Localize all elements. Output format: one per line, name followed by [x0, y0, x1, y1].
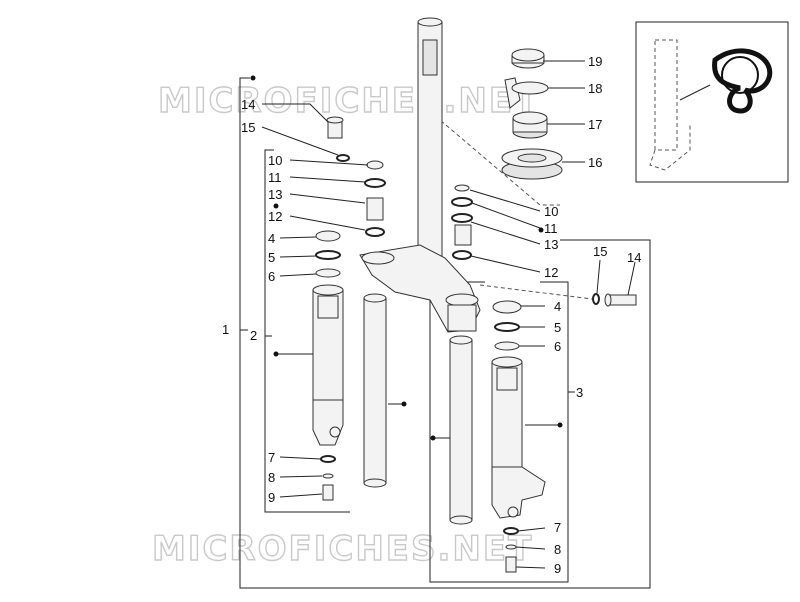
callout-16: 16: [588, 155, 602, 170]
callout-5-right: 5: [554, 320, 561, 335]
left-inner-tube: [363, 293, 387, 488]
callout-10-left: 10: [268, 153, 282, 168]
part-17-bearing: [512, 111, 548, 139]
inset-thumbnail: [649, 39, 773, 171]
callout-8-right: 8: [554, 542, 561, 557]
callout-11-left: 11: [268, 170, 282, 185]
callout-11-right: 11: [544, 221, 558, 236]
leader-lines: [240, 60, 636, 569]
callout-14-left: 14: [241, 97, 255, 112]
left-small-parts: [315, 116, 386, 501]
callout-4-left: 4: [268, 231, 275, 246]
callout-3: 3: [576, 385, 583, 400]
inset-frame: [635, 21, 789, 183]
callout-15-right: 15: [593, 244, 607, 259]
callout-2: 2: [250, 328, 257, 343]
part-18-washer: [504, 77, 549, 109]
callout-12-left: 12: [268, 209, 282, 224]
part-19-nut: [511, 48, 545, 69]
group-outline-1: [239, 77, 651, 589]
callout-13-left: 13: [268, 187, 282, 202]
steering-column: [417, 17, 443, 282]
right-inner-tube: [449, 335, 473, 525]
callout-1: 1: [222, 322, 229, 337]
callout-9-right: 9: [554, 561, 561, 576]
right-small-parts: [451, 184, 637, 573]
right-fork-leg: [491, 356, 546, 519]
callout-10-right: 10: [544, 204, 558, 219]
group-dots: [250, 75, 563, 441]
callout-19: 19: [588, 54, 602, 69]
triple-clamp: [359, 244, 481, 333]
callout-4-right: 4: [554, 299, 561, 314]
callout-5-left: 5: [268, 250, 275, 265]
left-fork-leg: [312, 284, 344, 446]
callout-6-left: 6: [268, 269, 275, 284]
callout-7-right: 7: [554, 520, 561, 535]
callout-7-left: 7: [268, 450, 275, 465]
callout-9-left: 9: [268, 490, 275, 505]
callout-8-left: 8: [268, 470, 275, 485]
watermark-bottom: MICROFICHES.NET: [152, 529, 533, 569]
callout-6-right: 6: [554, 339, 561, 354]
callout-12-right: 12: [544, 265, 558, 280]
part-16-bearing-cup: [501, 148, 563, 180]
callout-14-right: 14: [627, 250, 641, 265]
callout-15-left: 15: [241, 120, 255, 135]
callout-13-right: 13: [544, 237, 558, 252]
callout-18: 18: [588, 81, 602, 96]
callout-17: 17: [588, 117, 602, 132]
watermark-top: MICROFICHES.NET: [158, 81, 539, 121]
group-outline-2: [264, 149, 350, 513]
